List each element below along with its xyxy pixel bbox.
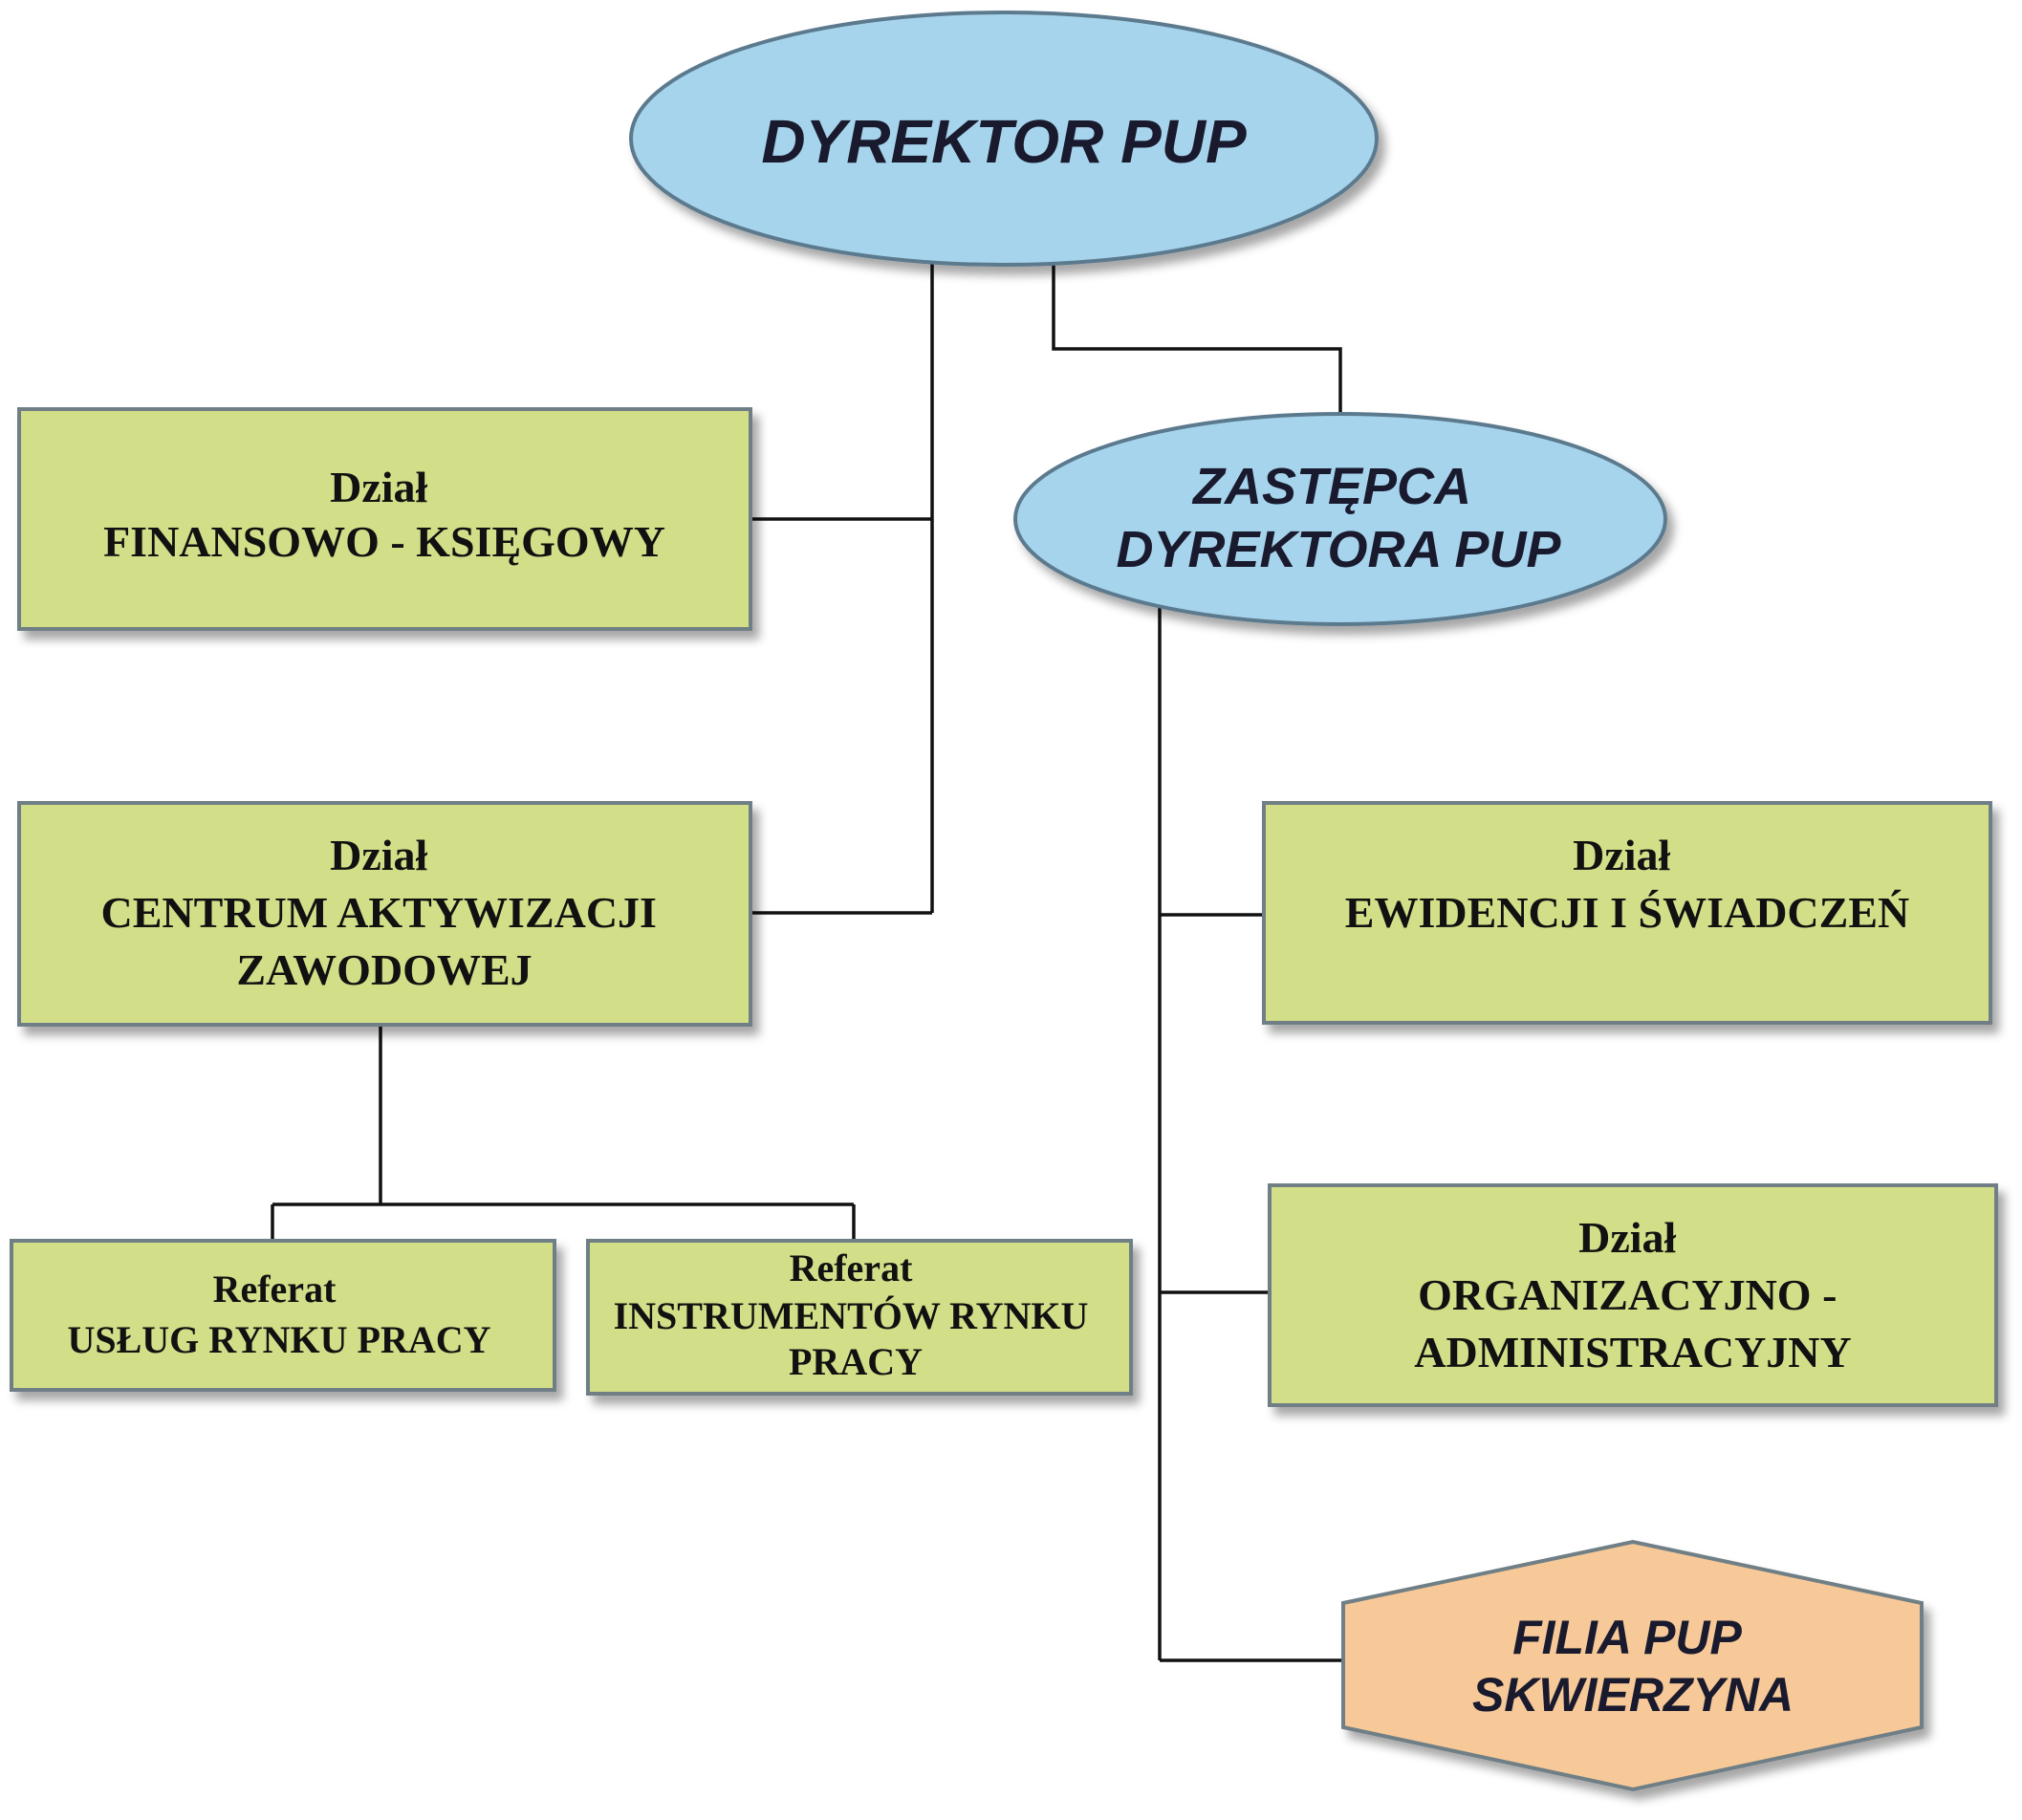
instruments-label: Referat INSTRUMENTÓW RYNKU PRACY bbox=[614, 1246, 1098, 1383]
deputy-node[interactable] bbox=[1013, 412, 1667, 626]
activation-type: Dział bbox=[330, 831, 427, 879]
branch-title-line-2: SKWIERZYNA bbox=[1472, 1668, 1794, 1722]
services-name: USŁUG RYNKU PRACY bbox=[67, 1318, 490, 1361]
activation-node[interactable] bbox=[17, 801, 752, 1027]
services-node[interactable] bbox=[10, 1239, 556, 1392]
deputy-title-line-2: DYREKTORA PUP bbox=[1116, 521, 1561, 578]
deputy-label: ZASTĘPCA DYREKTORA PUP bbox=[1116, 458, 1561, 578]
admin-type: Dział bbox=[1578, 1213, 1676, 1262]
records-type: Dział bbox=[1573, 831, 1670, 879]
nodes bbox=[10, 11, 1998, 1792]
finance-label: Dział FINANSOWO - KSIĘGOWY bbox=[103, 463, 665, 566]
instruments-node[interactable] bbox=[586, 1239, 1133, 1396]
services-label: Referat USŁUG RYNKU PRACY bbox=[67, 1268, 490, 1361]
services-type: Referat bbox=[213, 1268, 337, 1311]
admin-label: Dział ORGANIZACYJNO - ADMINISTRACYJNY bbox=[1414, 1213, 1851, 1376]
instruments-name-line-2: PRACY bbox=[789, 1340, 923, 1383]
connector-activation-to-referats bbox=[271, 1025, 856, 1241]
branch-node[interactable] bbox=[1341, 1539, 1924, 1792]
finance-type: Dział bbox=[330, 463, 427, 511]
connectors bbox=[271, 263, 1343, 1662]
branch-label: FILIA PUP SKWIERZYNA bbox=[1472, 1611, 1794, 1722]
branch-title-line-1: FILIA PUP bbox=[1512, 1611, 1742, 1664]
director-node[interactable] bbox=[629, 11, 1379, 267]
director-label: DYREKTOR PUP bbox=[761, 107, 1247, 176]
admin-name-line-2: ADMINISTRACYJNY bbox=[1414, 1328, 1851, 1376]
records-label: Dział EWIDENCJI I ŚWIADCZEŃ bbox=[1345, 831, 1909, 937]
records-node[interactable] bbox=[1262, 801, 1992, 1025]
admin-name-line-1: ORGANIZACYJNO - bbox=[1418, 1270, 1837, 1319]
deputy-title-line-1: ZASTĘPCA bbox=[1191, 458, 1469, 515]
admin-node[interactable] bbox=[1268, 1183, 1998, 1407]
instruments-type: Referat bbox=[790, 1246, 913, 1289]
activation-name-line-2: ZAWODOWEJ bbox=[236, 945, 532, 994]
labels: DYREKTOR PUP ZASTĘPCA DYREKTORA PUP Dzia… bbox=[67, 107, 1909, 1722]
finance-node[interactable] bbox=[17, 407, 752, 631]
records-name: EWIDENCJI I ŚWIADCZEŃ bbox=[1345, 888, 1909, 937]
connector-director-to-deputy bbox=[1052, 263, 1342, 413]
activation-name-line-1: CENTRUM AKTYWIZACJI bbox=[101, 888, 657, 937]
activation-label: Dział CENTRUM AKTYWIZACJI ZAWODOWEJ bbox=[101, 831, 668, 994]
finance-name: FINANSOWO - KSIĘGOWY bbox=[103, 517, 665, 566]
director-title: DYREKTOR PUP bbox=[761, 107, 1247, 176]
instruments-name-line-1: INSTRUMENTÓW RYNKU bbox=[614, 1294, 1089, 1337]
